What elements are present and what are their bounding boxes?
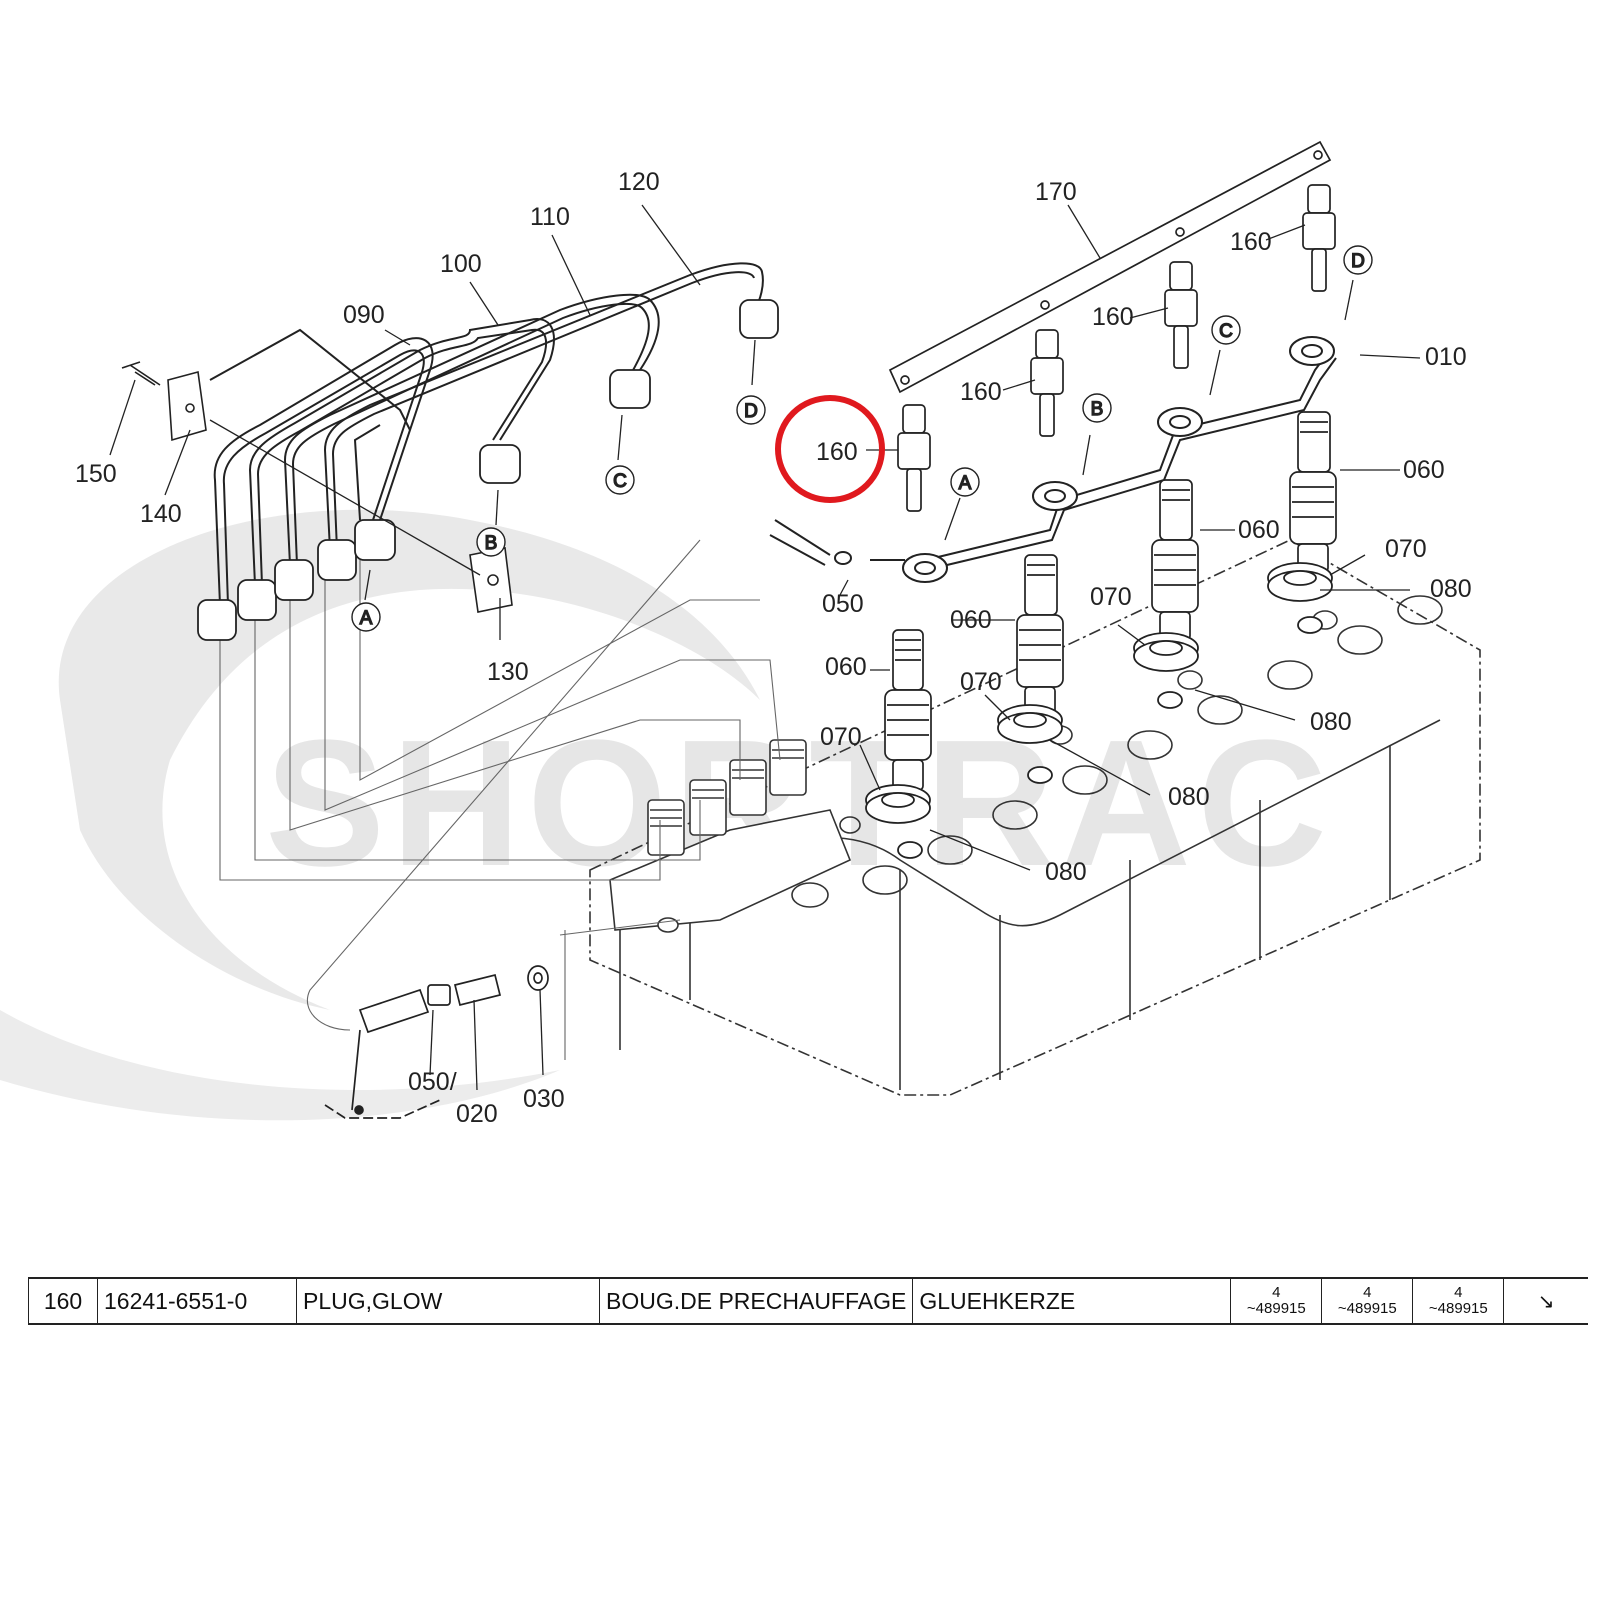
callout-140: 140 bbox=[140, 500, 182, 528]
svg-text:D: D bbox=[1351, 251, 1365, 272]
parts-table: 160 16241-6551-0 PLUG,GLOW BOUG.DE PRECH… bbox=[28, 1277, 1588, 1325]
continuation-mark: ↘ bbox=[1503, 1277, 1588, 1325]
callout-080-a: 080 bbox=[1430, 575, 1472, 603]
callout-060-d: 060 bbox=[825, 653, 867, 681]
pipe-nuts bbox=[197, 299, 779, 641]
ref-c-right: C bbox=[1211, 315, 1241, 345]
ref-d-right: D bbox=[1343, 245, 1373, 275]
nozzle-seals bbox=[865, 562, 1333, 859]
injection-pump bbox=[609, 739, 852, 933]
callout-110: 110 bbox=[530, 203, 570, 231]
callout-160-a: 160 bbox=[1230, 228, 1272, 256]
callout-130: 130 bbox=[487, 658, 529, 686]
pipe-routing-lines bbox=[219, 539, 781, 1060]
leak-off-pipe bbox=[769, 336, 1337, 583]
highlight-callout-160: 160 bbox=[775, 395, 885, 503]
glow-plugs bbox=[888, 140, 1336, 512]
svg-text:C: C bbox=[1219, 321, 1233, 342]
ref-b-right: B bbox=[1082, 393, 1112, 423]
callout-070-c: 070 bbox=[960, 668, 1002, 696]
highlight-circle bbox=[775, 395, 885, 503]
quantity-cell: 4 ~489915 bbox=[1321, 1277, 1413, 1325]
ref-d-left: D bbox=[736, 395, 766, 425]
callout-060-c: 060 bbox=[950, 606, 992, 634]
svg-text:C: C bbox=[613, 471, 627, 492]
callout-170: 170 bbox=[1035, 178, 1077, 206]
callout-050-a: 050 bbox=[822, 590, 864, 618]
callout-030: 030 bbox=[523, 1085, 565, 1113]
callout-120: 120 bbox=[618, 168, 660, 196]
quantity-cell: 4 ~489915 bbox=[1230, 1277, 1322, 1325]
svg-text:B: B bbox=[1091, 399, 1104, 420]
callout-080-b: 080 bbox=[1310, 708, 1352, 736]
ref-c-left: C bbox=[605, 465, 635, 495]
callout-010: 010 bbox=[1425, 343, 1467, 371]
table-row: 160 16241-6551-0 PLUG,GLOW BOUG.DE PRECH… bbox=[28, 1277, 1588, 1325]
quantity-cell: 4 ~489915 bbox=[1412, 1277, 1504, 1325]
return-line-parts bbox=[324, 965, 549, 1119]
callout-160-highlighted: 160 bbox=[816, 438, 858, 466]
description-french-cell: BOUG.DE PRECHAUFFAGE bbox=[598, 1277, 913, 1325]
description-english-cell: PLUG,GLOW bbox=[296, 1277, 600, 1325]
svg-text:B: B bbox=[485, 533, 498, 554]
callout-080-c: 080 bbox=[1168, 783, 1210, 811]
callout-150: 150 bbox=[75, 460, 117, 488]
leader-lines bbox=[109, 204, 1421, 1091]
callout-labels: 120 110 100 090 150 140 130 170 160 160 … bbox=[75, 168, 1472, 1128]
callout-080-d: 080 bbox=[1045, 858, 1087, 886]
svg-text:A: A bbox=[360, 608, 373, 629]
callout-070-d: 070 bbox=[820, 723, 862, 751]
callout-100: 100 bbox=[440, 250, 482, 278]
description-german-cell: GLUEHKERZE bbox=[912, 1277, 1231, 1325]
injection-pipes bbox=[209, 262, 764, 606]
svg-text:D: D bbox=[744, 401, 758, 422]
svg-text:A: A bbox=[959, 473, 972, 494]
callout-160-b: 160 bbox=[1092, 303, 1134, 331]
callout-060-a: 060 bbox=[1403, 456, 1445, 484]
callout-090: 090 bbox=[343, 301, 385, 329]
ref-a-left: A bbox=[351, 602, 381, 632]
callout-020: 020 bbox=[456, 1100, 498, 1128]
callout-060-b: 060 bbox=[1238, 516, 1280, 544]
ref-number-cell: 160 bbox=[28, 1277, 98, 1325]
callout-160-c: 160 bbox=[960, 378, 1002, 406]
part-number-cell: 16241-6551-0 bbox=[97, 1277, 297, 1325]
callout-050-b: 050/ bbox=[408, 1068, 457, 1096]
callout-070-a: 070 bbox=[1385, 535, 1427, 563]
pipe-clamps bbox=[121, 361, 513, 613]
reference-markers: A B C D A B C D bbox=[351, 245, 1373, 632]
ref-a-right: A bbox=[950, 467, 980, 497]
callout-070-b: 070 bbox=[1090, 583, 1132, 611]
ref-b-left: B bbox=[476, 527, 506, 557]
